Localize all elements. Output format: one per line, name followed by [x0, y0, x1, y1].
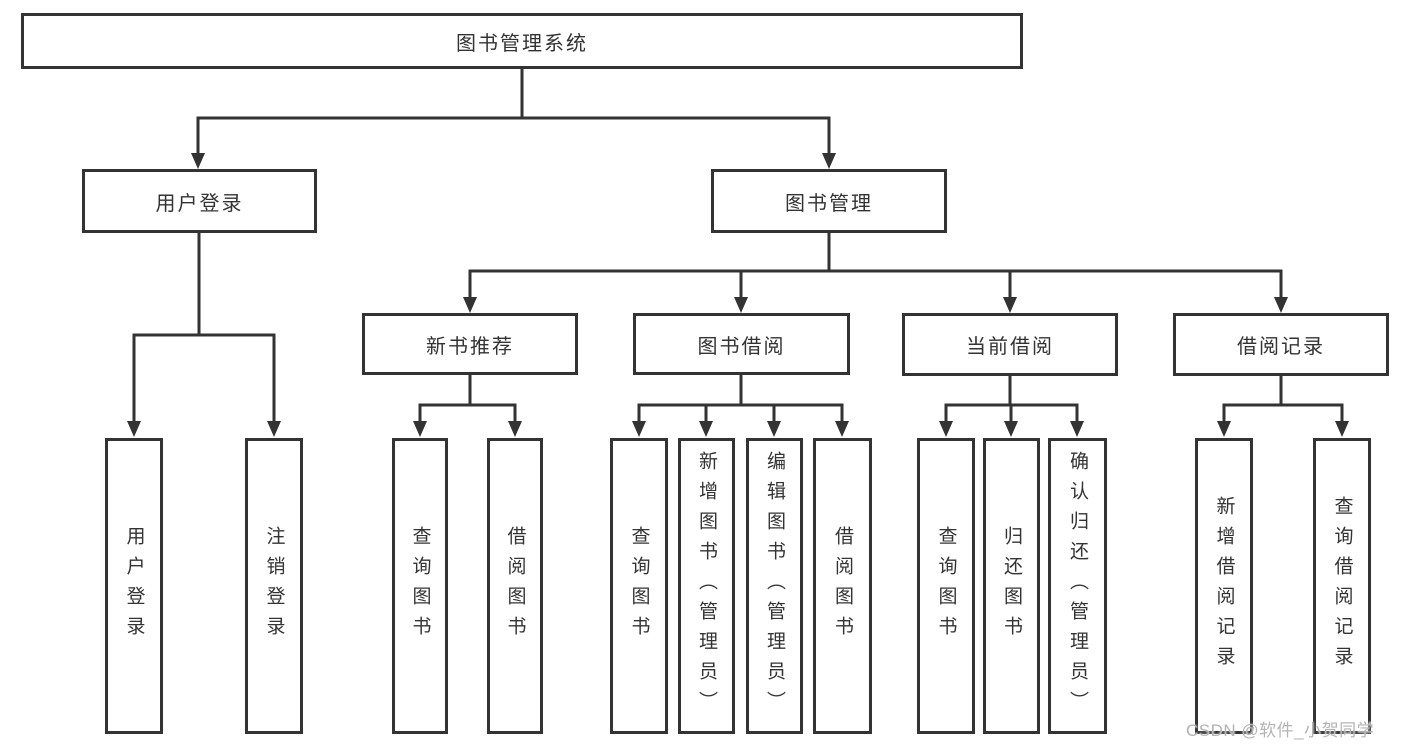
node-book-borrowing: 图书借阅 [633, 313, 850, 375]
arrowhead [127, 421, 141, 437]
arrowheads [127, 153, 1349, 437]
node-book-management: 图书管理 [711, 169, 947, 233]
arrowhead [191, 153, 205, 169]
arrowhead [939, 421, 953, 437]
arrowhead [267, 421, 281, 437]
arrowhead [767, 421, 781, 437]
leaf-query-books-recommendation: 查询图书 [392, 438, 448, 734]
arrowhead [1335, 421, 1349, 437]
arrowhead [699, 421, 713, 437]
arrowhead [463, 297, 477, 313]
node-current-borrowing: 当前借阅 [902, 313, 1118, 376]
leaf-query-books-current: 查询图书 [917, 438, 975, 734]
leaf-logout: 注销登录 [245, 438, 303, 734]
leaf-query-books-borrowing: 查询图书 [610, 438, 668, 734]
arrowhead [1217, 421, 1231, 437]
arrowhead [1274, 297, 1288, 313]
leaf-query-borrow-record: 查询借阅记录 [1313, 438, 1371, 734]
leaf-borrow-books-recommendation: 借阅图书 [487, 438, 543, 734]
arrowhead [835, 421, 849, 437]
csdn-watermark: CSDN @软件_小贺同学 [1186, 721, 1375, 740]
arrowhead [1070, 421, 1084, 437]
arrowhead [632, 421, 646, 437]
leaf-borrow-books-borrowing: 借阅图书 [813, 438, 872, 734]
leaf-confirm-return-admin: 确认归还（管理员） [1048, 438, 1107, 734]
leaf-user-login: 用户登录 [105, 438, 163, 734]
node-library-management-system: 图书管理系统 [21, 13, 1023, 69]
leaf-edit-book-admin: 编辑图书（管理员） [746, 438, 803, 734]
leaf-return-book: 归还图书 [983, 438, 1040, 734]
arrowhead [508, 421, 522, 437]
node-user-login: 用户登录 [82, 169, 317, 233]
arrowhead [1003, 297, 1017, 313]
arrowhead [413, 421, 427, 437]
arrowhead [1004, 421, 1018, 437]
arrowhead [734, 297, 748, 313]
leaf-add-borrow-record: 新增借阅记录 [1195, 438, 1253, 734]
leaf-add-book-admin: 新增图书（管理员） [678, 438, 735, 734]
node-new-book-recommendation: 新书推荐 [362, 313, 578, 375]
arrowhead [822, 153, 836, 169]
node-borrowing-records: 借阅记录 [1173, 313, 1389, 376]
